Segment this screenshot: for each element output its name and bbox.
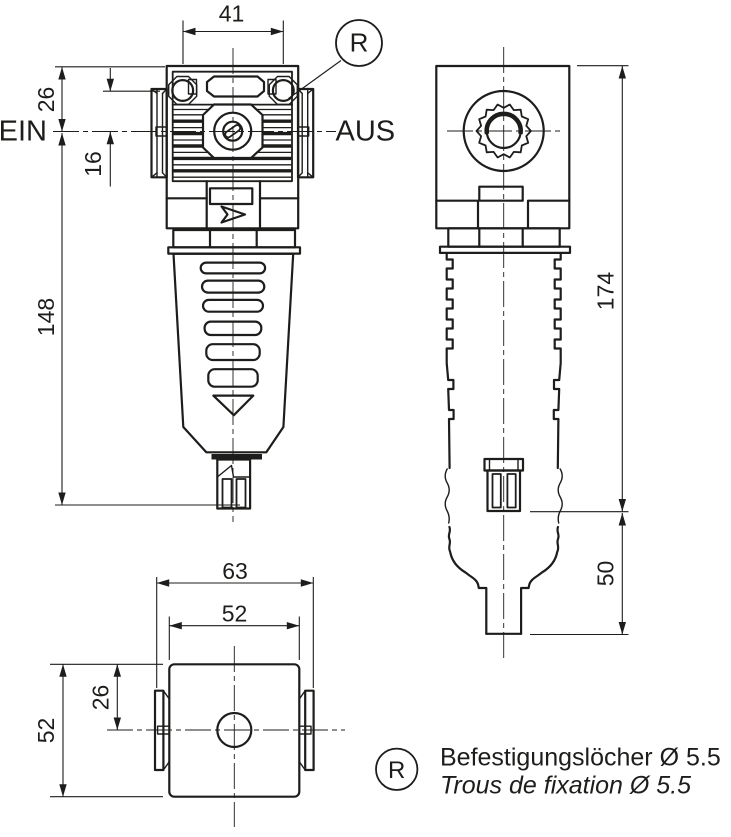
bowl-lower-contour-right bbox=[520, 525, 560, 635]
legend-r-circle bbox=[375, 747, 419, 791]
bowl-guard-edge-left bbox=[445, 252, 455, 470]
ratchet-ring bbox=[475, 103, 532, 159]
side-label-plate bbox=[478, 185, 524, 202]
port-label-aus: AUS bbox=[336, 116, 396, 148]
front-view bbox=[150, 64, 315, 510]
dim-text-148: 148 bbox=[33, 298, 59, 336]
dim-text-52-depth: 52 bbox=[33, 718, 59, 744]
dim-text-41: 41 bbox=[219, 1, 245, 27]
port-thread-arc bbox=[484, 111, 523, 135]
callout-r-text: R bbox=[350, 28, 369, 58]
front-label-plate bbox=[208, 187, 254, 206]
legend-r-text: R bbox=[388, 757, 405, 784]
bowl-seal bbox=[211, 454, 262, 460]
top-window bbox=[205, 75, 266, 98]
front-bowl bbox=[172, 252, 295, 454]
dim-text-26-front: 26 bbox=[33, 87, 59, 113]
break-line-left bbox=[444, 468, 450, 524]
front-drain-valve bbox=[211, 454, 262, 510]
dim-text-16: 16 bbox=[80, 151, 106, 177]
dimensions bbox=[50, 19, 629, 798]
port-label-ein: EIN bbox=[0, 116, 47, 148]
port-flange-left bbox=[150, 87, 168, 179]
break-line-right bbox=[557, 468, 563, 524]
dim-text-26-bottom: 26 bbox=[87, 685, 113, 711]
side-clamp-ring bbox=[438, 227, 572, 254]
legend: R Befestigungslöcher Ø 5.5 Trous de fixa… bbox=[375, 744, 721, 800]
dim-text-174: 174 bbox=[592, 272, 618, 311]
top-tab-right bbox=[267, 78, 277, 95]
dim-text-50: 50 bbox=[592, 561, 618, 587]
callout-r-circle bbox=[335, 19, 383, 67]
labels: 41 R EIN AUS 26 16 148 174 50 63 52 52 2… bbox=[0, 1, 618, 744]
legend-line-french: Trous de fixation Ø 5.5 bbox=[440, 772, 691, 800]
centerlines bbox=[53, 47, 561, 827]
dim-text-52-width: 52 bbox=[222, 601, 248, 627]
front-head-inner bbox=[171, 70, 293, 183]
side-view bbox=[435, 64, 572, 635]
front-head-lower bbox=[165, 180, 300, 230]
mounting-hole-right bbox=[268, 75, 298, 106]
mounting-hole-left bbox=[167, 75, 198, 106]
dim-text-63: 63 bbox=[222, 558, 248, 584]
knob-screw-slot bbox=[224, 124, 242, 139]
callout-r-leader bbox=[288, 60, 342, 99]
slot-triangle bbox=[212, 394, 255, 417]
port-flange-right bbox=[296, 87, 315, 179]
bowl-lower-contour-left bbox=[447, 525, 488, 635]
top-tab-left bbox=[187, 78, 198, 95]
legend-line-german: Befestigungslöcher Ø 5.5 bbox=[440, 744, 721, 772]
front-clamp-ring bbox=[167, 228, 302, 255]
bowl-guard-edge-right bbox=[552, 252, 562, 470]
